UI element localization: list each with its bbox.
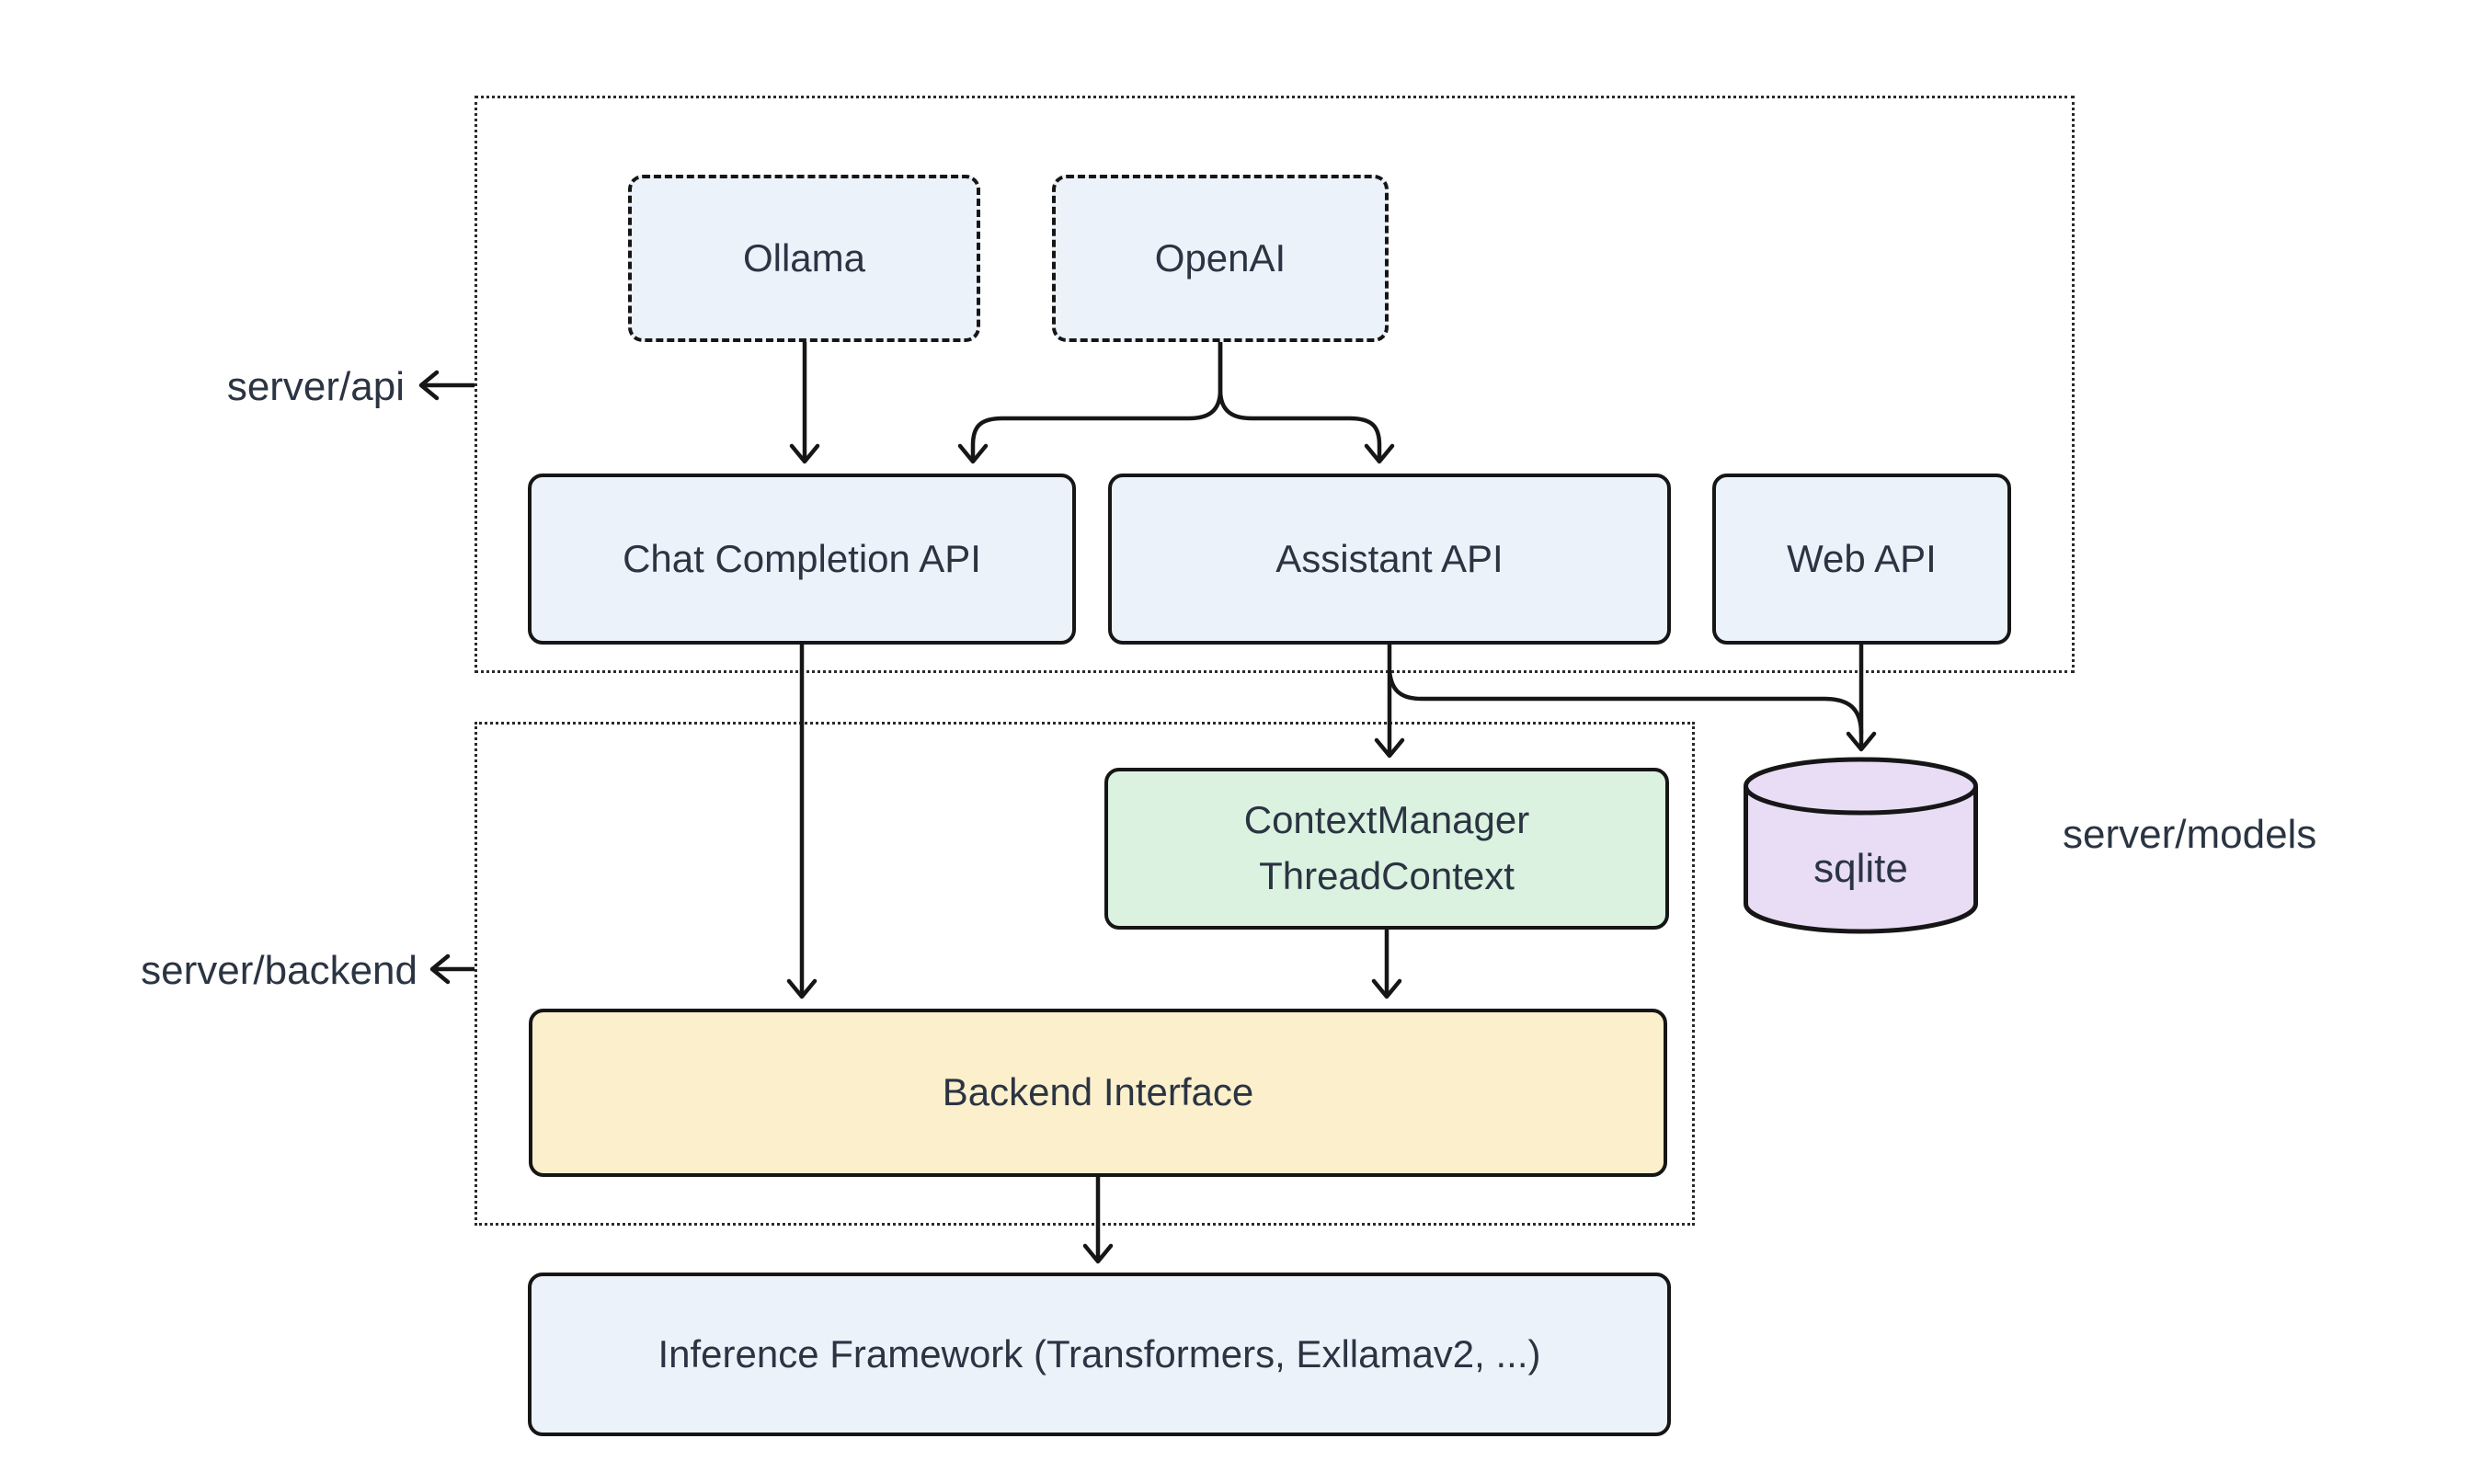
label-server-backend: server/backend [141, 948, 417, 993]
node-assistant-api-label: Assistant API [1275, 536, 1504, 580]
node-backend-interface-label: Backend Interface [942, 1070, 1254, 1114]
node-web-api: Web API [1712, 474, 2011, 645]
node-context-manager-line1: ContextManager [1243, 798, 1530, 842]
sqlite-cylinder-top [1744, 757, 1978, 816]
server-backend-container [475, 722, 1695, 1226]
label-server-models: server/models [2063, 812, 2317, 857]
node-assistant-api: Assistant API [1108, 474, 1671, 645]
node-ollama: Ollama [628, 175, 980, 342]
node-openai-label: OpenAI [1154, 235, 1286, 280]
node-sqlite: sqlite [1743, 757, 1979, 936]
node-chat-completion-api-label: Chat Completion API [623, 536, 981, 580]
node-backend-interface: Backend Interface [529, 1009, 1667, 1177]
node-openai: OpenAI [1052, 175, 1389, 342]
node-inference-framework: Inference Framework (Transformers, Exlla… [528, 1273, 1671, 1436]
label-server-api: server/api [226, 364, 405, 409]
node-context-manager: ContextManager ThreadContext [1104, 768, 1669, 930]
node-web-api-label: Web API [1787, 536, 1937, 580]
sqlite-cylinder-body [1744, 786, 1978, 934]
node-ollama-label: Ollama [742, 235, 866, 280]
node-inference-framework-label: Inference Framework (Transformers, Exlla… [658, 1331, 1541, 1376]
server-api-container [475, 96, 2075, 673]
node-context-manager-label: ContextManager ThreadContext [1244, 793, 1530, 905]
node-sqlite-label: sqlite [1813, 846, 1908, 891]
node-context-manager-line2: ThreadContext [1259, 854, 1515, 897]
node-chat-completion-api: Chat Completion API [528, 474, 1076, 645]
